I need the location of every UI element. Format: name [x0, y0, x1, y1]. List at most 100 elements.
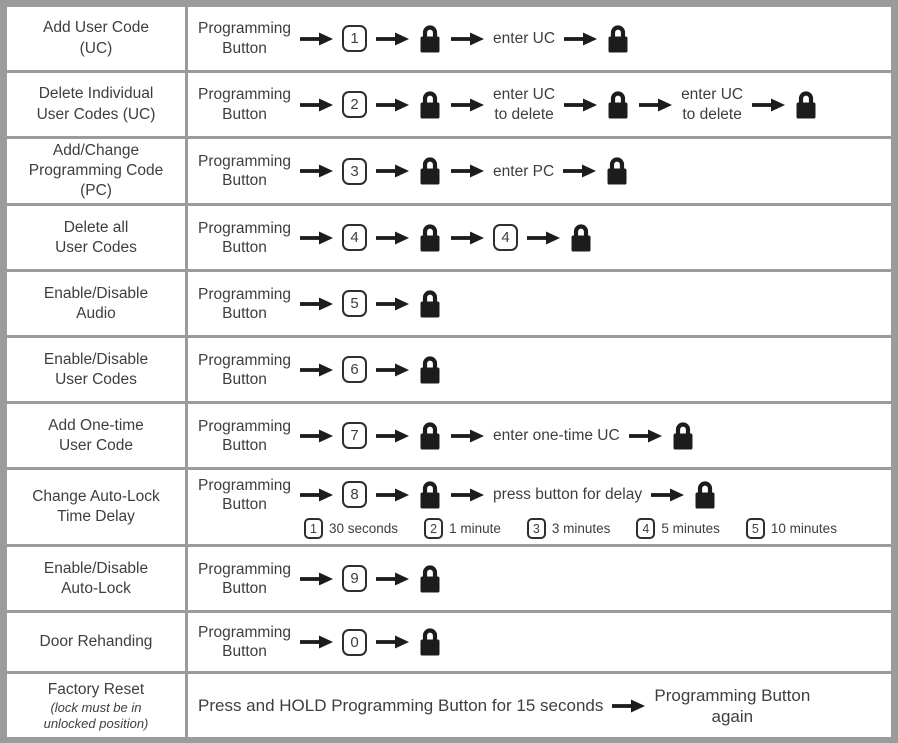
arrow-right-icon [451, 488, 485, 502]
lock-icon [418, 627, 442, 657]
label-line: Add One-time [48, 416, 144, 434]
lock-icon [418, 223, 442, 253]
lock-icon [418, 156, 442, 186]
lock-icon [418, 421, 442, 451]
label-line: Enable/Disable [43, 350, 149, 368]
label-line: User Code [58, 436, 134, 454]
label-line: Time Delay [57, 508, 135, 526]
keypad-button-icon: 1 [304, 518, 323, 540]
sequence-text: enter UC [493, 29, 556, 47]
sequence-text: enter one-time UC [493, 427, 620, 445]
keypad-button-icon: 5 [342, 290, 368, 318]
function-label: Add User Code(UC) [43, 18, 149, 58]
label-line: Delete all [63, 218, 129, 236]
lock-icon [418, 355, 442, 385]
arrow-right-icon [376, 429, 410, 443]
arrow-right-icon [300, 429, 334, 443]
lock-icon [606, 24, 630, 54]
lock-icon [418, 24, 442, 54]
delay-option: 3 3 minutes [526, 518, 610, 540]
label-line: User Codes [55, 370, 137, 388]
arrow-right-icon [651, 488, 685, 502]
delay-option-label: 30 seconds [329, 521, 399, 537]
arrow-right-icon [612, 699, 646, 713]
arrow-right-icon [451, 32, 485, 46]
arrow-right-icon [451, 231, 485, 245]
lock-icon [794, 90, 818, 120]
label-line: Factory Reset [47, 681, 145, 699]
label-line: Programming Code [28, 162, 164, 180]
keypad-button-icon: 4 [493, 224, 519, 252]
arrow-right-icon [300, 635, 334, 649]
label-line: (lock must be in [50, 700, 142, 716]
keypad-button-icon: 1 [342, 25, 368, 52]
label-line: Enable/Disable [43, 559, 149, 577]
arrow-right-icon [563, 164, 597, 178]
sequence-main: Press and HOLD Programming Button for 15… [198, 685, 885, 728]
keypad-button-icon: 2 [424, 518, 444, 540]
arrow-right-icon [451, 98, 485, 112]
arrow-right-icon [376, 32, 410, 46]
lock-icon [693, 480, 717, 510]
arrow-right-icon [376, 635, 410, 649]
arrow-right-icon [300, 363, 334, 377]
delay-option: 2 1 minute [424, 518, 501, 540]
sequence-text: enter PC [493, 162, 555, 180]
function-label: Door Rehanding [40, 632, 153, 652]
arrow-right-icon [527, 231, 561, 245]
arrow-right-icon [628, 429, 662, 443]
label-line: Delete Individual [38, 85, 154, 103]
sequence-text: Press and HOLD Programming Button for 15… [198, 696, 604, 716]
arrow-right-icon [376, 572, 410, 586]
arrow-right-icon [376, 98, 410, 112]
label-line: Add/Change [52, 142, 140, 159]
label-line: Enable/Disable [43, 284, 149, 302]
label-line: Change Auto-Lock [32, 488, 160, 506]
lock-icon [418, 90, 442, 120]
arrow-right-icon [639, 98, 673, 112]
lock-icon [605, 156, 629, 186]
delay-option-label: 10 minutes [770, 521, 837, 537]
arrow-right-icon [300, 488, 334, 502]
delay-option: 1 30 seconds [304, 518, 399, 540]
label-line: Auto-Lock [61, 579, 131, 597]
arrow-right-icon [300, 32, 334, 46]
label-line: User Codes [55, 238, 137, 256]
lock-icon [418, 480, 442, 510]
keypad-button-icon: 3 [526, 518, 546, 540]
delay-options-row: 1 30 seconds 2 1 minute 3 3 minutes 4 5 … [304, 518, 885, 540]
label-line: User Codes (UC) [36, 105, 156, 123]
